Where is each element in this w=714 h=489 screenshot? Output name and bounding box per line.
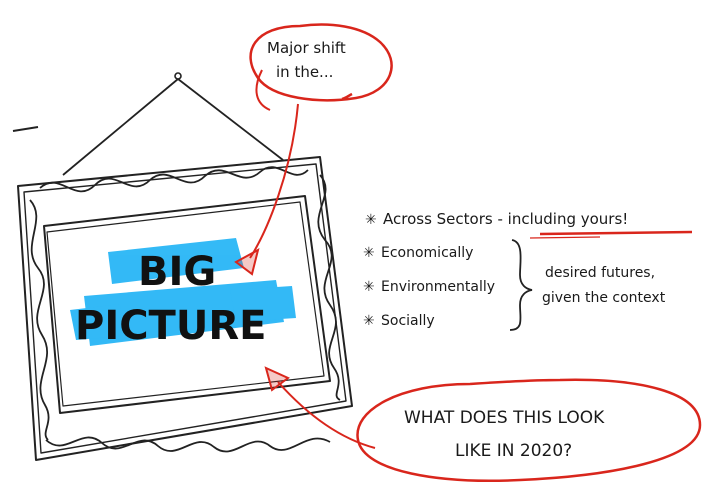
nail	[174, 72, 182, 80]
bullet-item-economically: Economically	[381, 245, 473, 261]
bullet-marker-2: ✳	[363, 245, 375, 261]
big-text: BIG	[138, 249, 216, 295]
bullet-item-sectors-emphasis: including yours!	[508, 210, 629, 228]
picture-text: PICTURE	[75, 303, 266, 349]
brace-note-line2: given the context	[542, 290, 666, 306]
bullet-marker-3: ✳	[363, 279, 375, 295]
bullet-item-sectors: Across Sectors - including yours!	[383, 210, 628, 228]
outer-frame-inner-line	[23, 163, 347, 454]
underline-including-yours	[539, 230, 693, 236]
bottom-bubble-line1: WHAT DOES THIS LOOK	[404, 408, 605, 428]
hanging-string	[62, 72, 284, 176]
bottom-bubble-outline	[356, 378, 702, 482]
outer-frame	[17, 156, 353, 461]
bottom-speech-bubble: WHAT DOES THIS LOOK LIKE IN 2020?	[264, 366, 702, 482]
stray-dash	[12, 126, 39, 132]
top-bubble-outline	[249, 23, 393, 102]
top-bubble-line1: Major shift	[267, 39, 346, 57]
bottom-bubble-line2: LIKE IN 2020?	[455, 441, 572, 461]
top-speech-bubble: Major shift in the...	[234, 23, 393, 276]
blue-highlight	[70, 238, 296, 346]
bottom-arrow-line	[277, 381, 376, 449]
top-bubble-line2: in the...	[276, 63, 333, 81]
brace-note-line1: desired futures,	[545, 265, 655, 281]
curly-brace	[509, 239, 533, 331]
inner-frame	[43, 195, 331, 414]
bullet-list: ✳ Across Sectors - including yours! ✳ Ec…	[363, 210, 693, 329]
wavy-decoration	[29, 166, 341, 453]
bullet-item-socially: Socially	[381, 313, 435, 329]
top-arrow-line	[249, 103, 299, 259]
top-arrow-head	[234, 248, 260, 276]
bullet-marker-1: ✳	[365, 212, 377, 228]
inner-frame-line-2	[46, 201, 325, 407]
bottom-arrow-head	[264, 366, 290, 392]
bullet-marker-4: ✳	[363, 313, 375, 329]
bullet-item-environmentally: Environmentally	[381, 279, 495, 295]
bullet-item-sectors-prefix: Across Sectors -	[383, 210, 508, 228]
